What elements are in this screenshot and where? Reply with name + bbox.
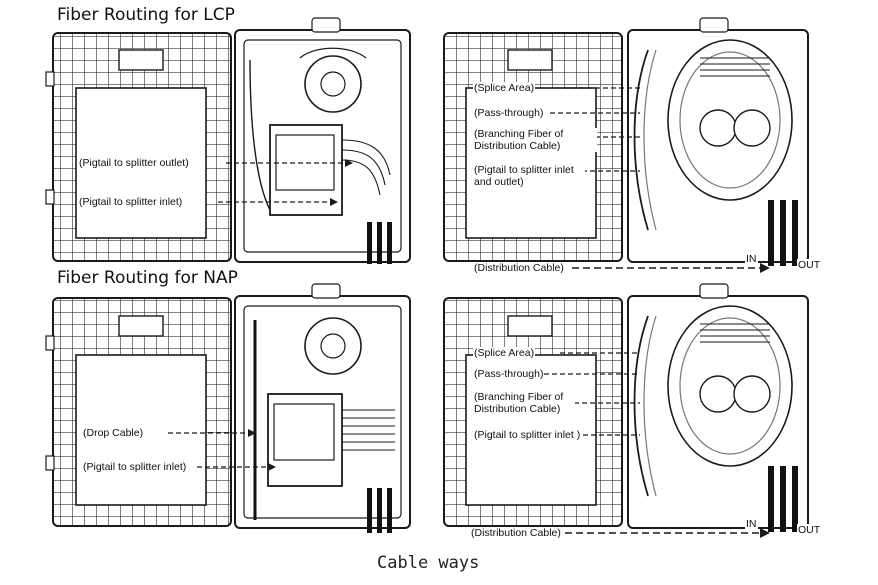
figure-caption: Cable ways: [377, 553, 480, 573]
lcp-left-door-window: [118, 49, 164, 71]
label-pigtail-splitter-inlet: (Pigtail to splitter inlet): [82, 461, 188, 473]
label-in: IN: [745, 253, 758, 265]
label-out: OUT: [797, 259, 822, 271]
label-pigtail-splitter-inlet: (Pigtail to splitter inlet): [78, 196, 184, 208]
label-pigtail-splitter-inlet: (Pigtail to splitter inlet ): [473, 429, 582, 441]
label-drop-cable: (Drop Cable): [82, 427, 145, 439]
label-distribution-cable: (Distribution Cable): [473, 262, 565, 274]
label-pigtail-splitter-outlet: (Pigtail to splitter outlet): [78, 157, 190, 169]
label-branching-fiber: (Branching Fiber of Distribution Cable): [473, 128, 597, 152]
label-out: OUT: [797, 524, 822, 536]
label-splice-area: (Splice Area): [473, 347, 536, 359]
label-splice-area: (Splice Area): [473, 82, 536, 94]
nap-left-enclosure: [45, 283, 411, 533]
label-pass-through: (Pass-through): [473, 368, 545, 380]
label-pass-through: (Pass-through): [473, 107, 545, 119]
lcp-left-enclosure: [45, 17, 411, 264]
label-branching-fiber: (Branching Fiber of Distribution Cable): [473, 391, 575, 415]
label-in: IN: [745, 518, 758, 530]
label-distribution-cable: (Distribution Cable): [470, 527, 562, 539]
lcp-left-splice-tray: [304, 55, 362, 113]
label-pigtail-inlet-outlet: (Pigtail to splitter inlet and outlet): [473, 164, 585, 188]
nap-heading: Fiber Routing for NAP: [57, 268, 238, 288]
lcp-heading: Fiber Routing for LCP: [57, 5, 235, 25]
